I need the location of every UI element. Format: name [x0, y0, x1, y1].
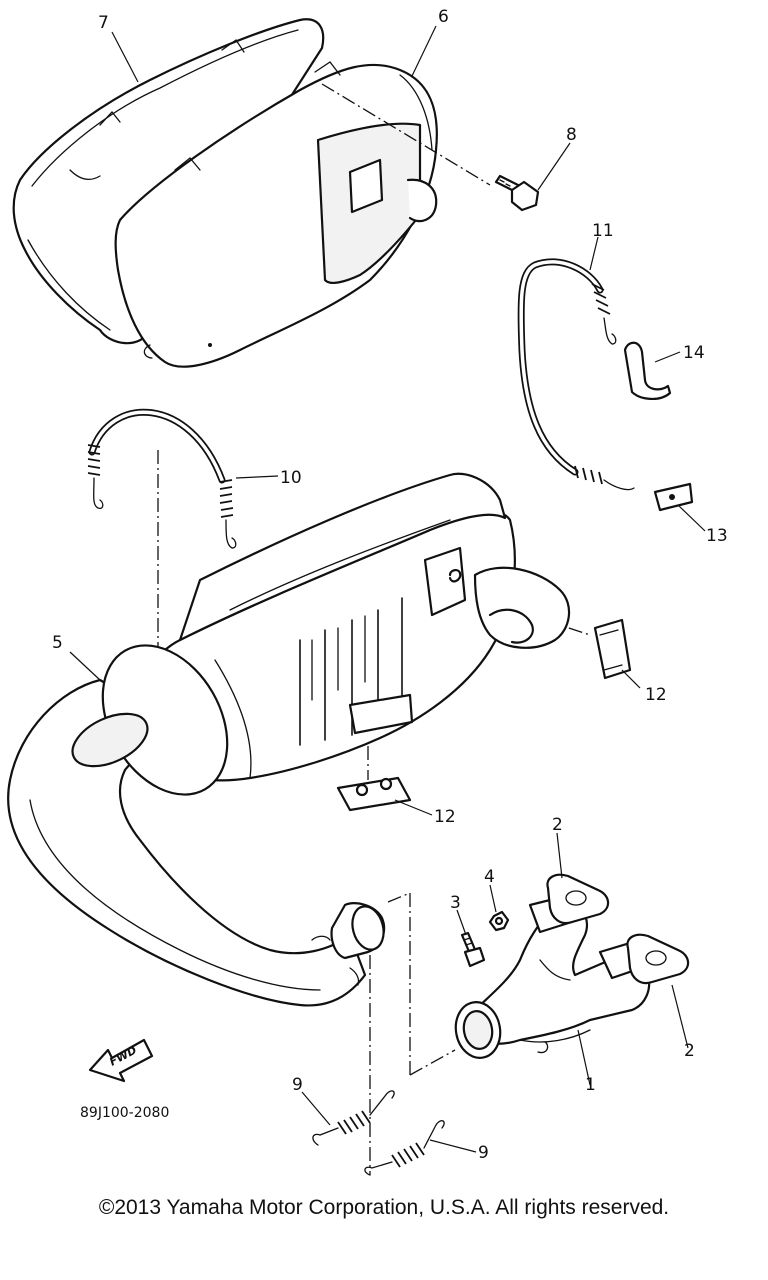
- callout-14: 14: [683, 343, 705, 363]
- fwd-arrow-icon: FWD: [88, 1038, 154, 1083]
- callout-1: 1: [585, 1075, 596, 1095]
- small-bracket: [623, 341, 672, 400]
- callout-12-right: 12: [645, 685, 667, 705]
- spring-hook-long: [517, 258, 635, 491]
- callout-2-lower: 2: [684, 1041, 695, 1061]
- bolt: [494, 174, 540, 212]
- callout-9-lower: 9: [478, 1143, 489, 1163]
- callout-13: 13: [706, 526, 728, 546]
- muffler-inner-shell: [114, 61, 438, 368]
- callout-4: 4: [484, 867, 495, 887]
- callout-2-upper: 2: [552, 815, 563, 835]
- exhaust-manifold: [454, 893, 652, 1059]
- callout-3: 3: [450, 893, 461, 913]
- manifold-gasket-lower: [626, 933, 690, 985]
- spring-hook-arc: [87, 408, 237, 549]
- callout-5: 5: [52, 633, 63, 653]
- manifold-bolt: [460, 931, 486, 968]
- grommet-plate: [653, 482, 694, 512]
- tension-spring-upper: [312, 1090, 395, 1146]
- callout-11: 11: [592, 221, 614, 241]
- gasket-bottom: [336, 776, 412, 812]
- callout-9-upper: 9: [292, 1075, 303, 1095]
- tension-spring-lower: [364, 1120, 445, 1176]
- muffler-assembly: [7, 472, 571, 1007]
- callout-6: 6: [438, 7, 449, 27]
- exploded-parts-diagram: FWD 7 6 8 11 14 10 5 13 12 12 2 4 3 2 1 …: [7, 7, 728, 1176]
- callout-12-bottom: 12: [434, 807, 456, 827]
- callout-7: 7: [98, 13, 109, 33]
- copyright-notice: ©2013 Yamaha Motor Corporation, U.S.A. A…: [98, 1196, 670, 1219]
- gasket-right: [593, 618, 632, 680]
- diagram-code: 89J100-2080: [80, 1105, 169, 1121]
- manifold-nut: [488, 910, 510, 932]
- callout-8: 8: [566, 125, 577, 145]
- manifold-gasket-upper: [546, 873, 610, 925]
- callout-10: 10: [280, 468, 302, 488]
